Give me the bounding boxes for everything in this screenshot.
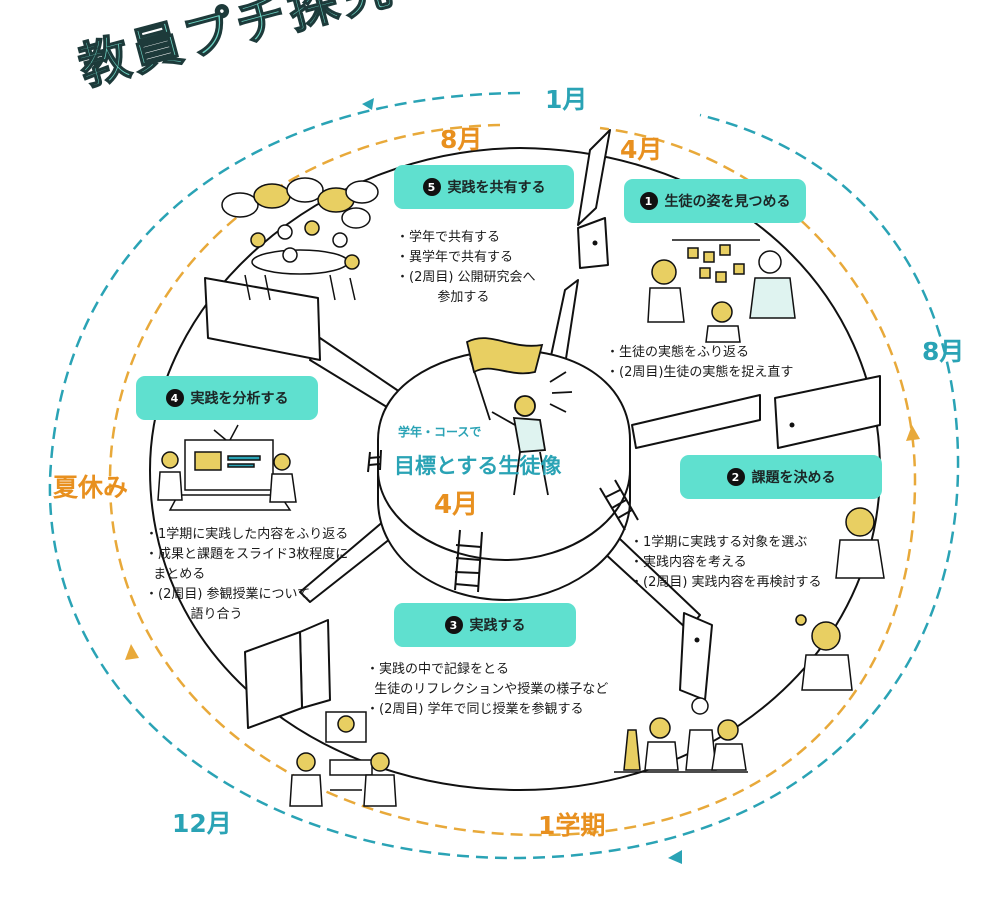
- idea-person-illustration: [795, 614, 853, 691]
- computer-illustration: [157, 424, 297, 511]
- step-3-bullets: ・実践の中で記録をとる 生徒のリフレクションや授業の様子など ・(2周目) 学年…: [366, 660, 608, 720]
- step-1-bullet: ・(2周目)生徒の実態を捉え直す: [606, 365, 794, 380]
- outer-cycle-arrow: [48, 91, 960, 864]
- inner-cycle-arrow: [108, 123, 920, 837]
- step-1-label: 生徒の姿を見つめる: [664, 194, 791, 210]
- step-4-bullet: ・1学期に実践した内容をふり返る: [145, 527, 349, 542]
- step-3-badge: 3 実践する: [394, 603, 576, 647]
- meeting-illustration: [221, 177, 379, 301]
- step-2-badge: 2 課題を決める: [680, 455, 882, 499]
- month-label-outer-top: 1月: [545, 85, 588, 114]
- step-1-number: 1: [639, 192, 658, 210]
- step-1-badge: 1 生徒の姿を見つめる: [624, 179, 806, 223]
- step-2-number: 2: [726, 468, 745, 486]
- month-label-inner-top-right: 4月: [620, 135, 663, 164]
- month-label-outer-right: 8月: [922, 337, 965, 366]
- step-1-bullets: ・生徒の実態をふり返る ・(2周目)生徒の実態を捉え直す: [606, 343, 793, 383]
- step-4-bullet: まとめる: [145, 567, 206, 582]
- step-4-bullet: 語り合う: [145, 607, 243, 622]
- step-5-number: 5: [422, 178, 441, 196]
- step-4-bullet: ・(2周目) 参観授業について: [145, 587, 311, 602]
- month-label-inner-bottom: 1学期: [538, 811, 606, 840]
- sticky-notes-illustration: [647, 239, 796, 343]
- month-label-inner-left: 夏休み: [53, 473, 129, 502]
- step-3-number: 3: [444, 616, 463, 634]
- step-3-bullet: ・実践の中で記録をとる: [366, 662, 510, 677]
- step-5-bullet: ・学年で共有する: [396, 230, 501, 245]
- step-3-bullet: ・(2周目) 学年で同じ授業を参観する: [366, 702, 584, 717]
- step-4-number: 4: [165, 389, 184, 407]
- step-3-label: 実践する: [469, 618, 526, 634]
- step-5-bullet: 参加する: [396, 290, 490, 305]
- step-5-badge: 5 実践を共有する: [394, 165, 574, 209]
- step-4-label: 実践を分析する: [190, 391, 289, 407]
- step-2-label: 課題を決める: [751, 470, 836, 486]
- step-5-label: 実践を共有する: [447, 180, 546, 196]
- step-4-bullet: ・成果と課題をスライド3枚程度に: [145, 547, 349, 562]
- step-2-bullet: ・1学期に実践する対象を選ぶ: [630, 535, 808, 550]
- lab-illustration: [614, 697, 748, 773]
- step-5-bullet: ・異学年で共有する: [396, 250, 514, 265]
- center-subtitle: 学年・コースで: [398, 425, 482, 439]
- step-2-bullet: ・(2周目) 実践内容を再検討する: [630, 575, 822, 590]
- step-4-bullets: ・1学期に実践した内容をふり返る ・成果と課題をスライド3枚程度に まとめる ・…: [145, 525, 348, 625]
- step-2-bullet: ・実践内容を考える: [630, 555, 747, 570]
- step-2-bullets: ・1学期に実践する対象を選ぶ ・実践内容を考える ・(2周目) 実践内容を再検討…: [630, 533, 822, 593]
- center-platform: [367, 348, 639, 602]
- step-5-bullet: ・(2周目) 公開研究会へ: [396, 270, 536, 285]
- step-1-bullet: ・生徒の実態をふり返る: [606, 345, 750, 360]
- step-3-bullet: 生徒のリフレクションや授業の様子など: [366, 682, 609, 697]
- month-label-outer-bottom-left: 12月: [172, 809, 232, 838]
- center-goal-title: 目標とする生徒像: [394, 454, 562, 478]
- step-5-bullets: ・学年で共有する ・異学年で共有する ・(2周目) 公開研究会へ 参加する: [396, 228, 536, 308]
- month-label-inner-top-left: 8月: [440, 125, 483, 154]
- thinking-person-illustration: ?: [826, 474, 885, 579]
- center-month-label: 4月: [434, 490, 479, 520]
- step-4-badge: 4 実践を分析する: [136, 376, 318, 420]
- classroom-illustration: [289, 711, 397, 807]
- flag-person-illustration: [465, 337, 573, 496]
